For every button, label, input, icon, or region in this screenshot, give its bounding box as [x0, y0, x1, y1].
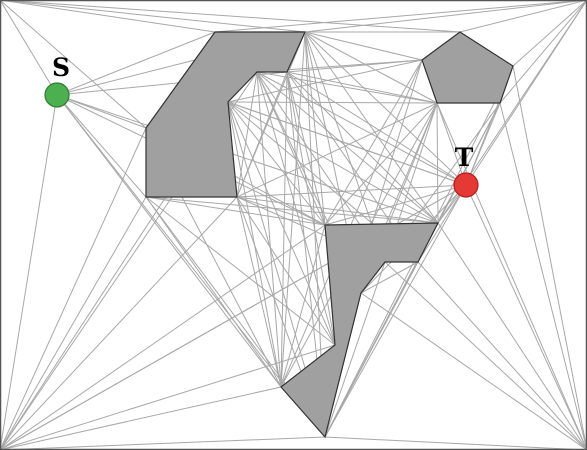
visibility-edge — [0, 0, 461, 33]
visibility-edge — [304, 31, 439, 224]
visibility-edge — [227, 59, 423, 103]
obstacle-pentagon — [421, 31, 514, 104]
visibility-edge — [236, 184, 467, 198]
visibility-edge — [304, 0, 587, 33]
visibility-edge — [236, 196, 336, 346]
visibility-edge — [256, 71, 438, 104]
visibility-edge — [227, 101, 326, 226]
visibility-edge — [324, 184, 467, 438]
visibility-edge — [214, 0, 587, 33]
visibility-edge — [145, 196, 336, 346]
visibility-edge — [227, 101, 439, 224]
visibility-edge — [56, 94, 147, 198]
visibility-edge — [512, 65, 587, 450]
visibility-edge — [465, 102, 501, 186]
obstacle-left — [145, 31, 306, 198]
visibility-edge — [436, 102, 467, 186]
visibility-edge — [324, 261, 386, 438]
visibility-edge — [512, 0, 587, 67]
visibility-edge — [227, 101, 467, 186]
visibility-edge — [304, 31, 467, 186]
visibility-edge — [256, 71, 439, 224]
visibility-edge — [417, 184, 467, 263]
visibility-edge — [499, 0, 587, 104]
visibility-edge — [324, 261, 419, 438]
obstacles — [145, 31, 514, 439]
target-marker — [453, 172, 479, 198]
visibility-edge — [436, 102, 587, 450]
visibility-edge — [304, 31, 438, 104]
visibility-edge — [56, 94, 282, 388]
visibility-edge — [256, 71, 336, 346]
visibility-edge — [286, 71, 467, 186]
visibility-edge — [145, 196, 326, 226]
visibility-edge — [459, 0, 587, 33]
visibility-edge — [280, 59, 423, 388]
visibility-edge — [465, 184, 587, 450]
visibility-edge — [236, 71, 258, 198]
visibility-edge — [304, 31, 326, 226]
visibility-edge — [0, 127, 147, 450]
visibility-edge — [286, 71, 326, 226]
visibility-edge — [0, 0, 216, 33]
visibility-edge — [0, 0, 58, 96]
start-node: S — [44, 53, 70, 108]
start-marker — [44, 82, 70, 108]
visibility-edge — [0, 196, 147, 450]
visibility-edge — [0, 224, 326, 450]
visibility-edge — [236, 196, 326, 226]
visibility-edge — [56, 31, 216, 96]
visibility-edge — [499, 102, 587, 450]
visibility-edge — [324, 102, 438, 226]
target-label: T — [455, 143, 474, 172]
visibility-edge — [417, 261, 587, 450]
visibility-edge — [256, 71, 282, 388]
visibility-edge — [324, 184, 467, 226]
visibility-edge — [227, 101, 336, 346]
visibility-edge — [0, 196, 238, 450]
visibility-edge — [0, 0, 306, 33]
visibility-edge — [286, 71, 336, 346]
visibility-edge — [0, 0, 147, 129]
visibility-edge — [360, 261, 419, 294]
target-node: T — [453, 143, 479, 198]
visibility-edge — [0, 386, 282, 450]
visibility-edge — [280, 224, 326, 388]
start-label: S — [52, 53, 70, 82]
visibility-edge — [236, 196, 282, 388]
visibility-edge — [56, 94, 439, 224]
visibility-edge — [286, 71, 438, 104]
visibility-edge — [0, 436, 326, 450]
visibility-edge — [437, 222, 587, 450]
visibility-edge — [324, 59, 423, 226]
visibility-edge — [145, 196, 439, 224]
visibility-edge — [304, 31, 423, 61]
visibility-edge — [236, 196, 439, 224]
visibility-edge — [0, 344, 336, 450]
visibility-edge — [360, 292, 587, 450]
visibility-edge — [227, 101, 438, 104]
visibility-edge — [286, 71, 439, 224]
obstacle-bottom — [280, 222, 439, 439]
visibility-edge — [0, 94, 58, 450]
visibility-edge — [436, 102, 439, 224]
visibility-edge — [145, 196, 282, 388]
visibility-edge — [384, 261, 587, 450]
visibility-edge — [324, 436, 587, 450]
